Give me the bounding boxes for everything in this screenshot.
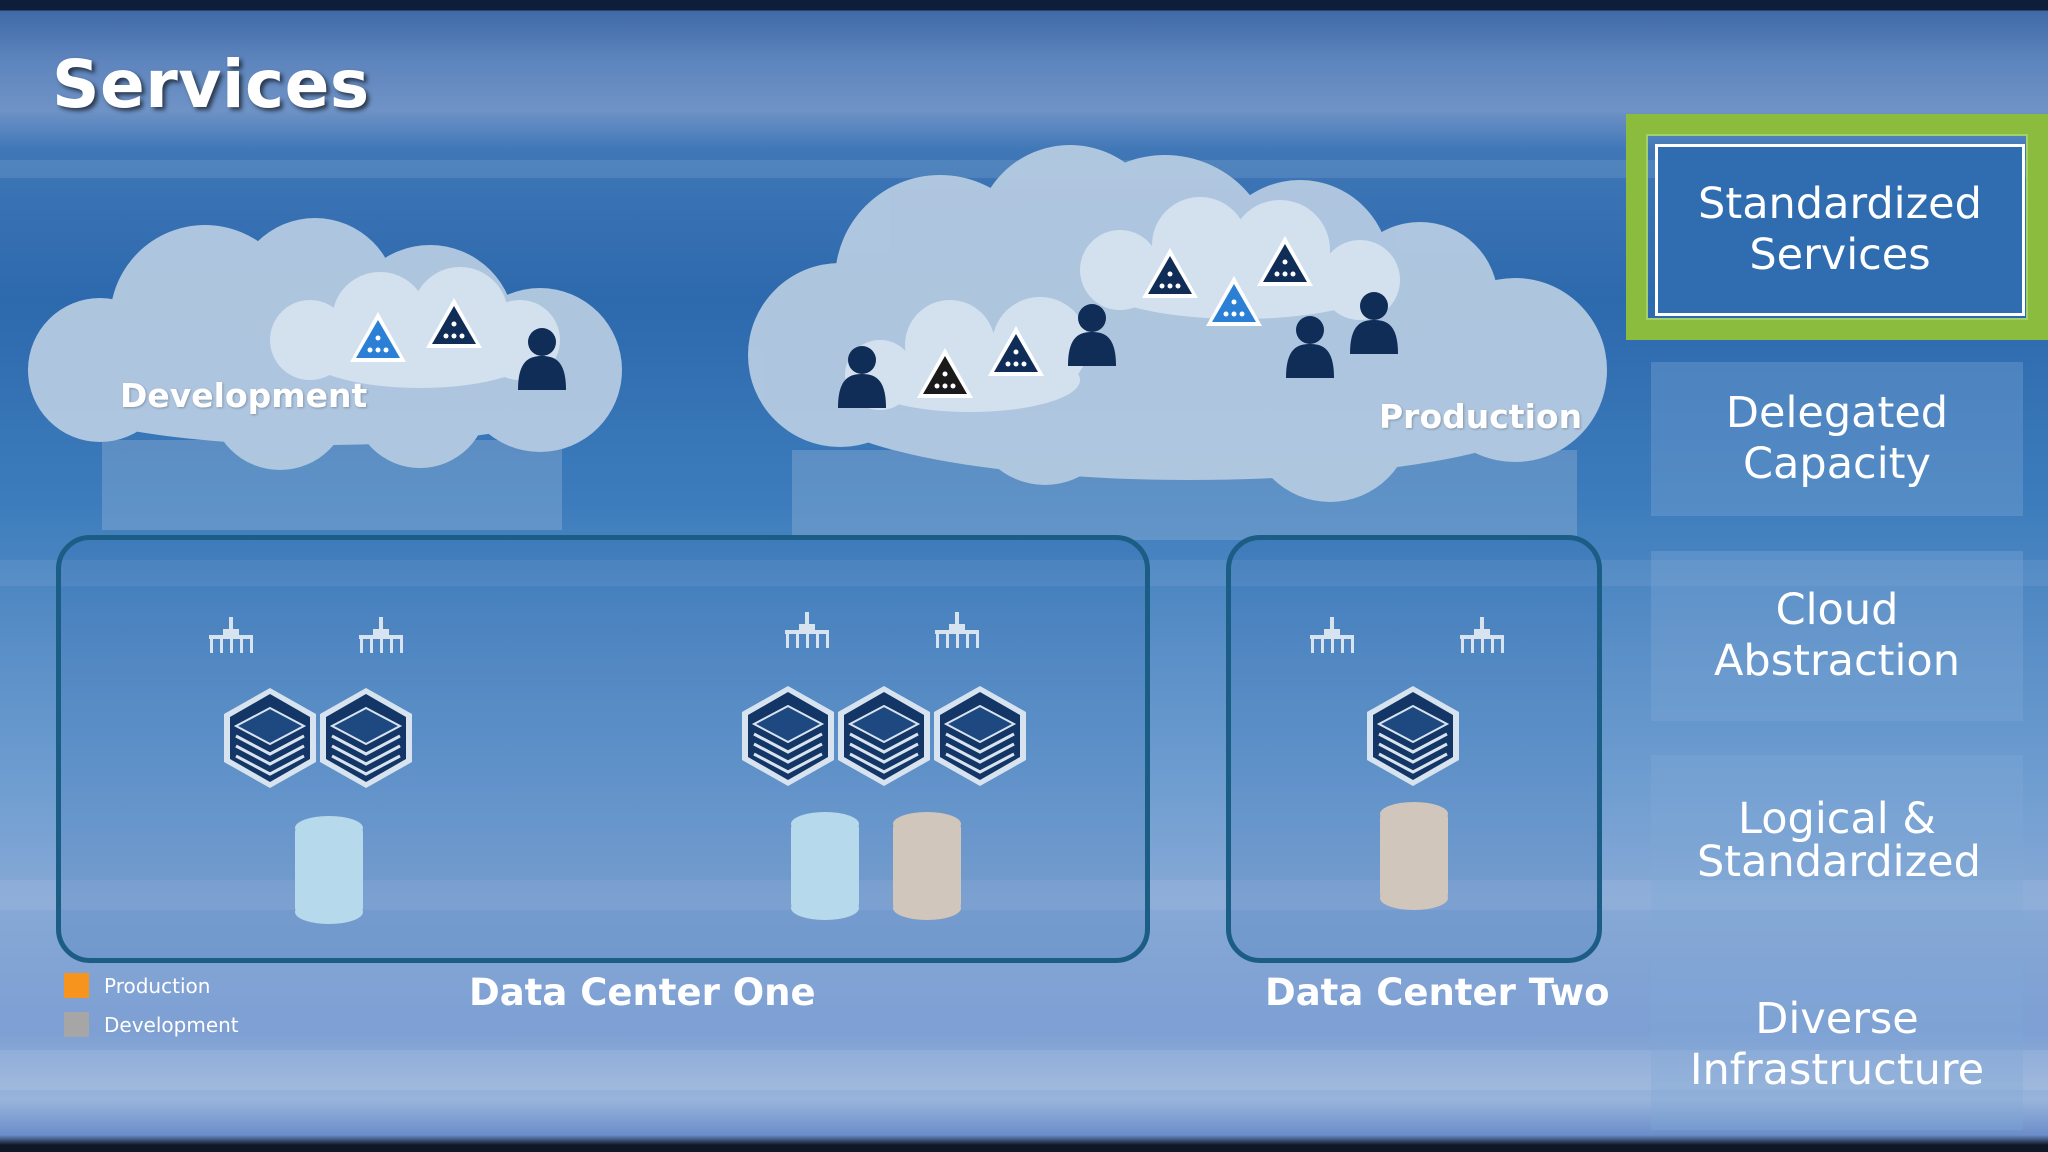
panel-diverse-infrastructure[interactable]: Diverse Infrastructure — [1651, 960, 2023, 1130]
panel-label: Delegated Capacity — [1725, 388, 1949, 489]
data-center-one-label: Data Center One — [469, 971, 816, 1014]
data-center-two-box — [1226, 535, 1602, 963]
panel-label: Standardized Services — [1698, 179, 1982, 280]
legend-item-production: Production — [64, 973, 210, 998]
legend-label: Development — [104, 1012, 239, 1037]
data-center-one-box — [56, 535, 1150, 963]
active-panel-frame — [1626, 114, 2048, 340]
panel-standardized-services[interactable]: Standardized Services — [1655, 144, 2025, 316]
legend-item-development: Development — [64, 1012, 239, 1037]
background-streak — [0, 560, 2048, 586]
legend-swatch-production — [64, 973, 89, 998]
legend-label: Production — [104, 973, 211, 998]
legend-swatch-development — [64, 1012, 89, 1037]
panel-delegated-capacity[interactable]: Delegated Capacity — [1651, 362, 2023, 516]
development-cloud-label: Development — [120, 376, 368, 415]
active-panel-frame-inner — [1646, 134, 2028, 320]
slide-title: Services — [52, 46, 370, 123]
panel-logical-standardized[interactable]: Logical & Standardized — [1651, 755, 2023, 927]
panel-label: Logical & Standardized — [1697, 794, 1981, 887]
panel-cloud-abstraction[interactable]: Cloud Abstraction — [1651, 551, 2023, 721]
panel-label: Cloud Abstraction — [1713, 585, 1960, 686]
background-streak — [0, 1050, 2048, 1090]
production-cloud-label: Production — [1379, 397, 1583, 436]
data-center-two-label: Data Center Two — [1265, 971, 1610, 1014]
panel-label: Diverse Infrastructure — [1689, 994, 1985, 1095]
